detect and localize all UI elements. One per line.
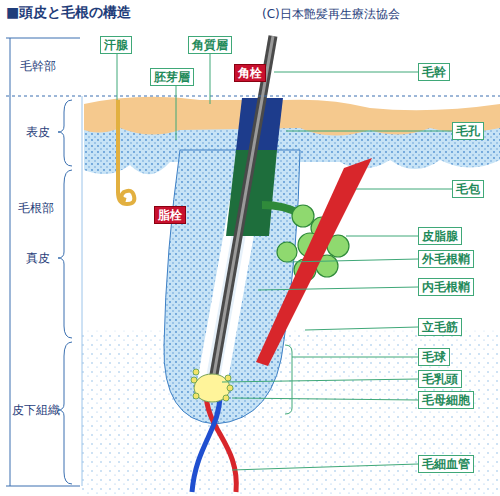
bracket-tick <box>6 96 500 97</box>
label-box: 胚芽層 <box>150 68 194 86</box>
layer-label: 表皮 <box>26 124 50 141</box>
leader-line <box>286 131 452 132</box>
leader-line <box>258 287 418 290</box>
leader-line <box>356 189 452 190</box>
node-text: 皮脂腺 <box>422 228 458 244</box>
section-label: 毛幹部 <box>20 58 56 75</box>
gland-lobe <box>292 205 314 227</box>
label-box: 毛孔 <box>452 122 484 140</box>
arrector-pili-muscle <box>256 158 372 366</box>
hair-medulla <box>212 36 273 386</box>
label-box: 毛乳頭 <box>418 370 462 388</box>
matrix-cell <box>227 385 233 391</box>
leader-lines <box>117 54 452 470</box>
bracket-tick <box>6 38 80 39</box>
sweat-gland <box>118 100 134 204</box>
node-text: 脂栓 <box>158 207 182 223</box>
node-text: 内毛根鞘 <box>422 279 470 295</box>
matrix-cell <box>223 395 229 401</box>
label-box: 毛球 <box>418 348 450 366</box>
bracket-epidermis <box>58 100 72 166</box>
node-text: 毛包 <box>456 181 480 197</box>
leader-line <box>210 54 211 104</box>
leader-line <box>232 464 418 470</box>
bracket-subcutis <box>58 342 72 484</box>
bracket-line <box>10 38 11 486</box>
leader-line <box>176 86 177 140</box>
section-label: 毛根部 <box>18 200 54 217</box>
label-box: 立毛筋 <box>418 318 462 336</box>
matrix-cell <box>193 369 199 375</box>
label-box: 角質層 <box>188 36 232 54</box>
plug-box: 角栓 <box>234 64 266 82</box>
bracket-tick <box>6 486 80 487</box>
plug-box: 脂栓 <box>154 206 186 224</box>
bulb-bracket <box>285 345 292 414</box>
matrix-cells <box>191 369 233 401</box>
node-text: 毛母細胞 <box>422 392 470 408</box>
matrix-cell <box>225 375 231 381</box>
label-box: 汗腺 <box>100 36 132 54</box>
matrix-cell <box>193 393 199 399</box>
node-text: 毛乳頭 <box>422 371 458 387</box>
node-text: 角栓 <box>238 65 262 81</box>
node-text: 立毛筋 <box>422 319 458 335</box>
layer-label: 皮下組織 <box>12 402 60 419</box>
leader-line <box>232 398 418 400</box>
node-text: 毛孔 <box>456 123 480 139</box>
leader-line <box>222 379 418 382</box>
skin-edge <box>82 96 83 486</box>
node-text: 胚芽層 <box>154 69 190 85</box>
leader-line <box>305 327 418 330</box>
label-box: 毛包 <box>452 180 484 198</box>
label-box: 皮脂腺 <box>418 227 462 245</box>
node-text: 角質層 <box>192 37 228 53</box>
node-text: 毛細血管 <box>422 456 470 472</box>
copyright-label: (C)日本艶髪再生療法協会 <box>262 6 400 23</box>
hair-shaft <box>212 36 273 386</box>
leader-line <box>288 259 418 262</box>
label-box: 毛母細胞 <box>418 391 474 409</box>
node-text: 毛幹 <box>422 64 446 80</box>
dermal-papilla <box>194 374 230 402</box>
subcutaneous-tissue <box>82 330 500 496</box>
stratum-corneum <box>84 97 500 136</box>
capillary-blue <box>192 394 220 492</box>
layer-brackets <box>6 38 500 486</box>
diagram-title: ■頭皮と毛根の構造 <box>6 4 131 22</box>
leader-line <box>292 357 418 358</box>
leader-line <box>274 72 418 73</box>
label-box: 内毛根鞘 <box>418 278 474 296</box>
node-text: 毛球 <box>422 349 446 365</box>
node-text: 外毛根鞘 <box>422 251 470 267</box>
bracket-dermis <box>58 170 72 338</box>
label-box: 外毛根鞘 <box>418 250 474 268</box>
matrix-cell <box>191 377 197 383</box>
leader-line <box>346 236 418 237</box>
label-box: 毛細血管 <box>418 455 474 473</box>
node-text: 汗腺 <box>104 37 128 53</box>
leader-line <box>117 54 118 100</box>
gland-lobe <box>277 242 297 262</box>
layer-label: 真皮 <box>26 250 50 267</box>
label-box: 毛幹 <box>418 63 450 81</box>
